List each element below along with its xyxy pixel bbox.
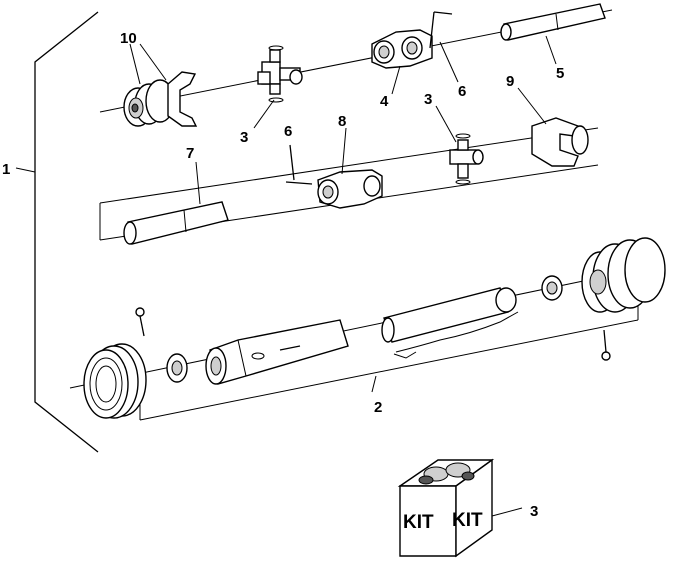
guard-cone-left bbox=[83, 343, 147, 419]
guard-tube-outer bbox=[381, 287, 519, 359]
assembly-bracket bbox=[34, 11, 99, 453]
callout-4: 4 bbox=[380, 93, 389, 110]
callout-8: 8 bbox=[338, 113, 346, 130]
yoke-9 bbox=[531, 117, 589, 167]
kit-box-front-right bbox=[455, 458, 493, 558]
cross-bearing-upper bbox=[257, 45, 303, 103]
kit-box: KIT KIT bbox=[397, 458, 495, 558]
yoke-4 bbox=[371, 29, 433, 69]
callout-3-middle: 3 bbox=[424, 91, 432, 108]
guard-cone-right bbox=[581, 237, 666, 313]
callout-labels: 10 3 4 6 5 9 3 8 6 7 1 2 3 bbox=[2, 30, 564, 520]
callout-3-upper: 3 bbox=[240, 129, 248, 146]
yoke-8 bbox=[317, 169, 383, 209]
yoke-assembly-10 bbox=[123, 71, 198, 127]
callout-1: 1 bbox=[2, 161, 10, 178]
callout-3-kit: 3 bbox=[530, 503, 538, 520]
cross-bearing-middle bbox=[449, 133, 484, 185]
kit-label-right: KIT bbox=[452, 510, 483, 531]
callout-9: 9 bbox=[506, 73, 514, 90]
tube-5 bbox=[500, 3, 606, 41]
guard-tube-inner bbox=[205, 319, 349, 385]
callout-5: 5 bbox=[556, 65, 564, 82]
bearing-ring-right bbox=[541, 275, 563, 301]
pin-6-upper bbox=[429, 11, 453, 49]
tube-7 bbox=[123, 201, 229, 245]
callout-7: 7 bbox=[186, 145, 194, 162]
callout-10: 10 bbox=[120, 30, 137, 47]
callout-6-lower: 6 bbox=[284, 123, 292, 140]
guard-screws bbox=[135, 307, 611, 361]
bearing-ring-left bbox=[166, 353, 188, 383]
callout-2: 2 bbox=[374, 399, 382, 416]
callout-leaders bbox=[15, 35, 557, 517]
callout-6-upper: 6 bbox=[458, 83, 466, 100]
pin-6-lower bbox=[285, 144, 313, 185]
kit-label-left: KIT bbox=[403, 512, 434, 533]
